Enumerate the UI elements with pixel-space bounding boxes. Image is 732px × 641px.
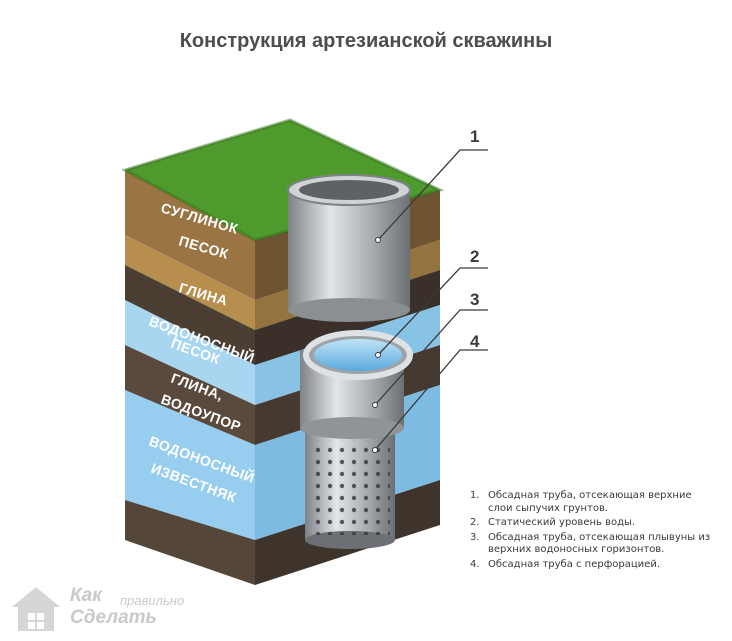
legend-item: 3. Обсадная труба, отсекающая плывуны из… [470, 532, 715, 557]
legend-number: 1. [470, 490, 480, 501]
static-water-level [303, 330, 413, 380]
perforated-pipe [305, 420, 395, 549]
legend-item: 4. Обсадная труба с перфорацией. [470, 559, 715, 572]
upper-casing-pipe [287, 174, 411, 322]
legend-number: 2. [470, 517, 480, 528]
callout-3: 3 [470, 290, 479, 309]
site-logo: Как правильно Сделать [8, 583, 228, 635]
ground-left-face [125, 170, 255, 585]
legend-text: Обсадная труба, отсекающая верхние слои … [488, 490, 692, 514]
house-logo-icon [12, 587, 60, 631]
legend-text: Обсадная труба, отсекающая плывуны из ве… [488, 531, 711, 556]
legend-text: Обсадная труба с перфорацией. [488, 558, 660, 570]
diagram-title: Конструкция артезианской скважины [179, 30, 553, 52]
callout-dots [372, 237, 381, 453]
callout-lines [374, 149, 488, 451]
logo-text-kak: Как [70, 585, 102, 606]
legend-text: Статический уровень воды. [488, 517, 636, 528]
logo-text-sdelat: Сделать [70, 607, 157, 628]
callout-2: 2 [470, 247, 479, 266]
legend-number: 4. [470, 558, 480, 570]
legend-item: 1. Обсадная труба, отсекающая верхние сл… [470, 490, 715, 515]
legend-number: 3. [470, 531, 480, 543]
logo-text-pravilno: правильно [120, 593, 185, 608]
callout-1: 1 [470, 127, 479, 146]
legend-list: 1. Обсадная труба, отсекающая верхние сл… [470, 490, 715, 573]
callout-4: 4 [470, 332, 480, 351]
legend-item: 2. Статический уровень воды. [470, 517, 715, 530]
